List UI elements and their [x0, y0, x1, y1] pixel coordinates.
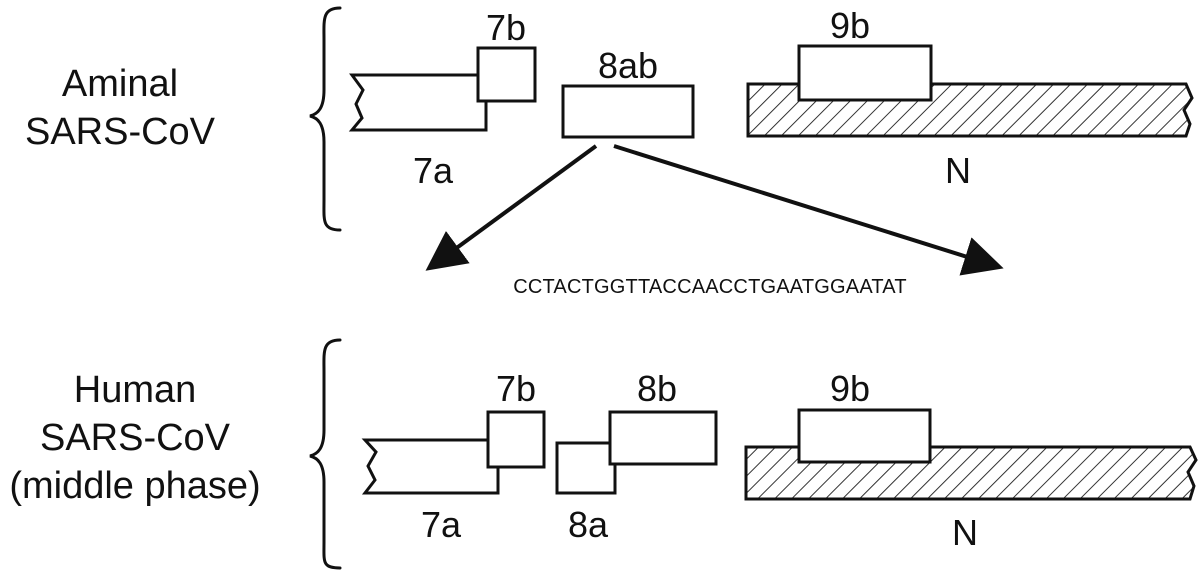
- animal-label-line1: Aminal: [61, 63, 179, 105]
- animal-label-9b: 9b: [830, 5, 870, 46]
- deleted-sequence: CCTACTGGTTACCAACCTGAATGGAATAT: [513, 276, 907, 298]
- animal-label-8ab: 8ab: [598, 45, 658, 86]
- human-label-line1: Human: [73, 369, 197, 411]
- human-label-7b: 7b: [496, 368, 536, 409]
- sequence-arrow-right: [613, 144, 1004, 276]
- human-gene-7b-box: [486, 410, 546, 469]
- human-gene-8b-box: [608, 410, 718, 466]
- animal-gene-7b-box: [476, 46, 537, 103]
- animal-gene-8ab-box: [561, 84, 695, 139]
- human-gene-9b-box: [797, 408, 932, 464]
- human-label-9b: 9b: [830, 368, 870, 409]
- human-label-7a: 7a: [421, 504, 462, 545]
- human-gene-8a-box: [555, 441, 617, 495]
- animal-label-7b: 7b: [486, 7, 526, 48]
- animal-brace: [309, 6, 342, 232]
- animal-label-7a: 7a: [413, 150, 454, 191]
- animal-gene-7a-box: [348, 73, 488, 132]
- human-group-label: Human SARS-CoV (middle phase): [0, 366, 270, 510]
- human-label-8b: 8b: [637, 368, 677, 409]
- animal-label-N: N: [945, 150, 971, 191]
- human-gene-7a-box: [361, 438, 500, 495]
- human-label-line2: SARS-CoV: [39, 417, 231, 459]
- human-brace: [309, 338, 342, 570]
- human-label-N: N: [952, 512, 978, 553]
- human-label-8a: 8a: [568, 504, 609, 545]
- animal-group-label: Aminal SARS-CoV: [10, 60, 230, 156]
- animal-label-line2: SARS-CoV: [24, 111, 216, 153]
- animal-gene-9b-box: [797, 44, 933, 102]
- human-label-line3: (middle phase): [9, 465, 261, 507]
- sequence-arrow-left: [425, 144, 598, 271]
